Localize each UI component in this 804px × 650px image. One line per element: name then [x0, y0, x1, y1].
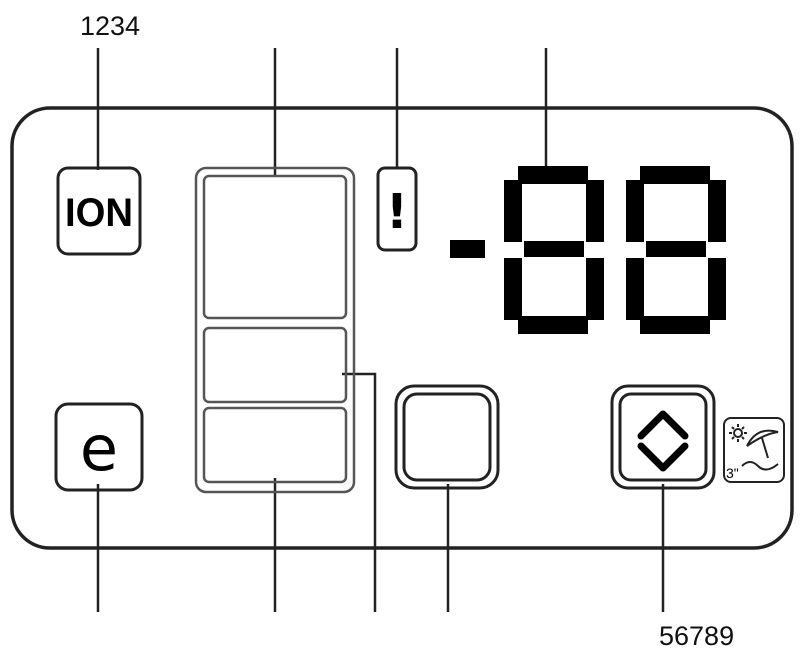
window-frame — [194, 166, 356, 494]
callout-label-bottom: 56789 — [659, 621, 734, 650]
e-label: e — [80, 412, 118, 485]
display-minus-sign — [450, 240, 485, 258]
middle-window — [202, 326, 348, 404]
display-digit-2 — [626, 166, 726, 334]
window-stack — [194, 166, 356, 494]
upper-window — [202, 174, 348, 320]
display-digit-1 — [504, 166, 604, 334]
seven-segment-display — [450, 166, 726, 334]
warning-icon: ! — [386, 184, 408, 240]
up-down-button[interactable] — [610, 384, 716, 490]
warning-indicator: ! — [376, 166, 418, 252]
leader-lines — [96, 48, 665, 612]
square-button[interactable] — [394, 384, 500, 490]
lower-window — [202, 406, 348, 484]
sun-umbrella-beach-icon — [723, 417, 785, 483]
chevron-down-icon — [637, 442, 689, 472]
chevron-up-icon — [637, 410, 689, 440]
e-button[interactable]: e — [54, 402, 144, 492]
ion-button[interactable]: ION — [56, 166, 142, 256]
panel-outline — [10, 106, 794, 550]
beach-icon-label: 3" — [726, 465, 739, 481]
callout-label-top: 1234 — [80, 11, 140, 41]
ion-label: ION — [65, 191, 133, 235]
leader-line-middle-window — [342, 372, 377, 612]
